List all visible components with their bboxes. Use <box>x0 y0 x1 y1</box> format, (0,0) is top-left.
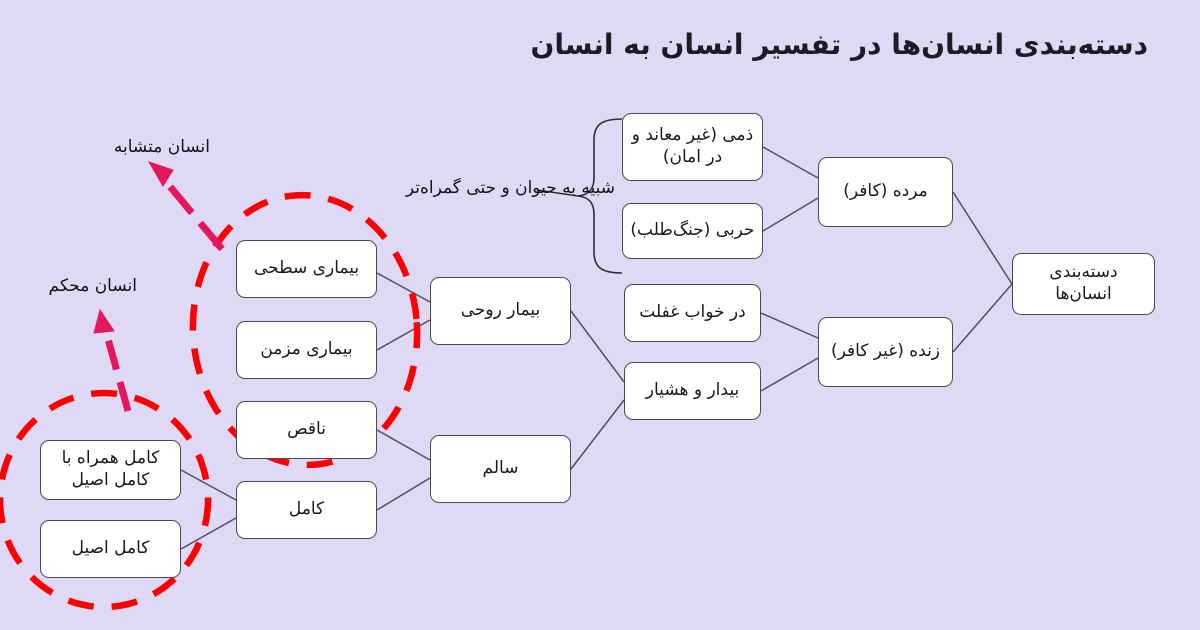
edge-bidar-salem <box>570 399 625 470</box>
arrow-label-mohkam: انسان محکم <box>48 276 137 296</box>
arrow-moteshabeh-head <box>147 161 174 187</box>
node-dar-khab-ghaflat-label: در خواب غفلت <box>639 302 746 323</box>
highlight-ellipse-mohkam <box>0 389 212 611</box>
node-dar-khab-ghaflat[interactable]: در خواب غفلت <box>624 284 761 342</box>
page-title: دسته‌بندی انسان‌ها در تفسیر انسان به انس… <box>530 28 1148 61</box>
node-naghes[interactable]: ناقص <box>236 401 377 459</box>
node-bimari-sathi-label: بیماری سطحی <box>253 258 360 279</box>
node-harbi[interactable]: حربی (جنگ‌طلب) <box>622 203 763 259</box>
node-bimar-ruhi-label: بیمار روحی <box>460 300 541 321</box>
brace-leader-line <box>536 189 579 197</box>
node-naghes-label: ناقص <box>287 419 326 440</box>
node-kamel-asil[interactable]: کامل اصیل <box>40 520 181 578</box>
node-zemmi-label: ذمی (غیر معاند و در امان) <box>631 125 754 167</box>
node-kamel-asil-label: کامل اصیل <box>71 538 150 559</box>
arrow-mohkam-line <box>101 327 132 412</box>
node-bidar-hoshyar-label: بیدار و هشیار <box>645 380 740 401</box>
node-root[interactable]: دسته‌بندی انسان‌ها <box>1012 253 1155 315</box>
node-salem-label: سالم <box>482 458 519 479</box>
arrow-mohkam-head <box>93 308 115 334</box>
brace-annotation-label: شبیه به حیوان و حتی گمراه‌تر <box>405 178 615 198</box>
node-kamel-label: کامل <box>288 499 325 520</box>
node-zende-gheyr-kafer-label: زنده (غیر کافر) <box>830 341 941 362</box>
edge-kamel-hamrah <box>180 469 237 501</box>
node-zende-gheyr-kafer[interactable]: زنده (غیر کافر) <box>818 317 953 387</box>
node-morde-kafer[interactable]: مرده (کافر) <box>818 157 953 227</box>
edge-root-zende <box>952 283 1013 353</box>
edge-bimar-mozmen <box>376 319 431 351</box>
node-kamel-hamrah-ba-kamel-asil[interactable]: کامل همراه با کامل اصیل <box>40 440 181 500</box>
node-zemmi[interactable]: ذمی (غیر معاند و در امان) <box>622 113 763 181</box>
callout-arrows <box>93 161 225 412</box>
edge-salem-naghes <box>376 429 431 461</box>
arrow-moteshabeh-line <box>159 174 225 252</box>
node-bidar-hoshyar[interactable]: بیدار و هشیار <box>624 362 761 420</box>
node-kamel-hamrah-label: کامل همراه با کامل اصیل <box>61 448 160 490</box>
node-harbi-label: حربی (جنگ‌طلب) <box>630 220 755 241</box>
node-kamel[interactable]: کامل <box>236 481 377 539</box>
edge-morde-zemmi <box>762 146 819 179</box>
node-salem[interactable]: سالم <box>430 435 571 503</box>
node-bimari-mozmen[interactable]: بیماری مزمن <box>236 321 377 379</box>
edge-bidar-bimar <box>570 310 625 383</box>
edge-morde-harbi <box>762 197 819 232</box>
highlight-ellipse-moteshabeh <box>189 191 421 469</box>
edge-root-morde <box>952 191 1013 285</box>
connector-lines <box>180 146 1013 550</box>
node-bimari-sathi[interactable]: بیماری سطحی <box>236 240 377 298</box>
node-bimar-ruhi[interactable]: بیمار روحی <box>430 277 571 345</box>
node-root-label: دسته‌بندی انسان‌ها <box>1049 262 1118 304</box>
node-bimari-mozmen-label: بیماری مزمن <box>260 339 353 360</box>
arrow-label-moteshabeh: انسان متشابه <box>113 137 210 157</box>
edge-kamel-asil <box>180 517 237 550</box>
edge-bimar-sathi <box>376 272 431 303</box>
edge-salem-kamel <box>376 477 431 511</box>
node-morde-kafer-label: مرده (کافر) <box>843 181 928 202</box>
edge-zende-khab <box>760 312 819 339</box>
edge-zende-bidar <box>760 357 819 392</box>
